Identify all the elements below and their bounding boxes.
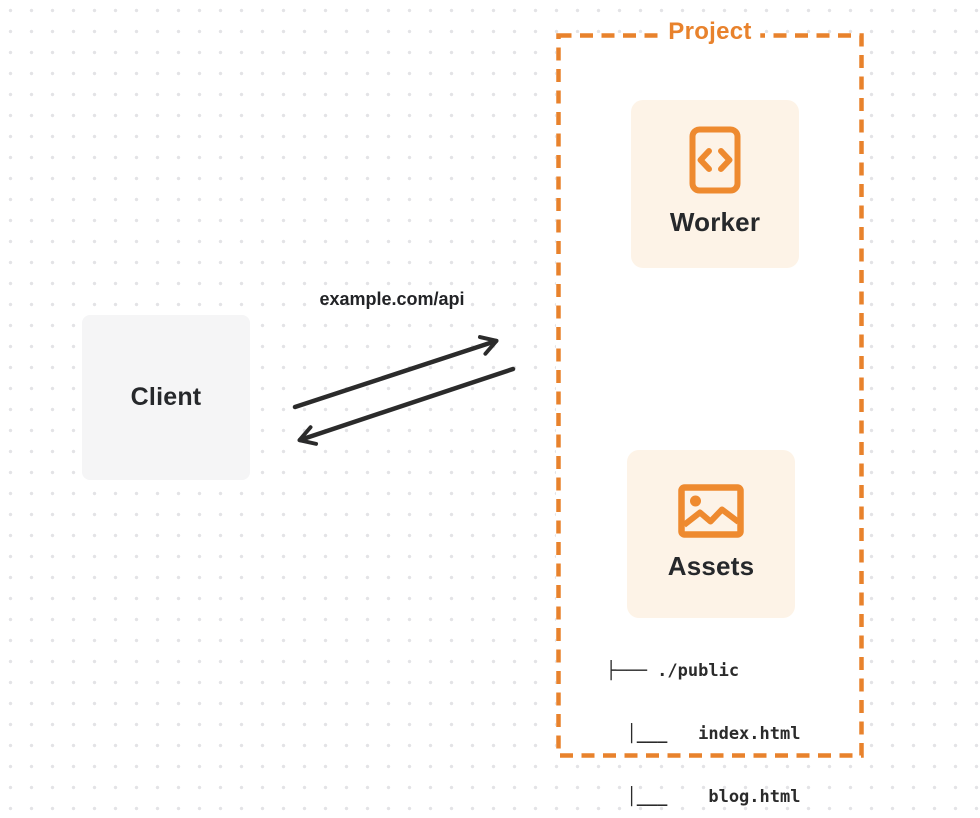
assets-card: Assets: [627, 450, 795, 618]
response-arrow: [297, 366, 516, 446]
file-tree-line: │___ blog.html: [606, 787, 801, 807]
image-icon: [678, 484, 744, 538]
request-url-label: example.com/api: [319, 289, 465, 309]
client-label: Client: [130, 383, 202, 411]
worker-card: Worker: [631, 100, 799, 268]
request-arrow: [292, 335, 499, 410]
file-tree: ├─── ./public │___ index.html │___ blog.…: [606, 619, 800, 818]
worker-label: Worker: [669, 207, 761, 237]
client-node: Client: [82, 315, 250, 480]
project-title: Project: [659, 18, 761, 46]
project-container: Project Worker Assets ├─── ./public │___…: [556, 18, 864, 807]
file-tree-line: ├─── ./public: [606, 661, 740, 681]
assets-label: Assets: [667, 551, 755, 581]
file-tree-line: │___ index.html: [606, 724, 801, 744]
code-file-icon: [689, 126, 741, 194]
